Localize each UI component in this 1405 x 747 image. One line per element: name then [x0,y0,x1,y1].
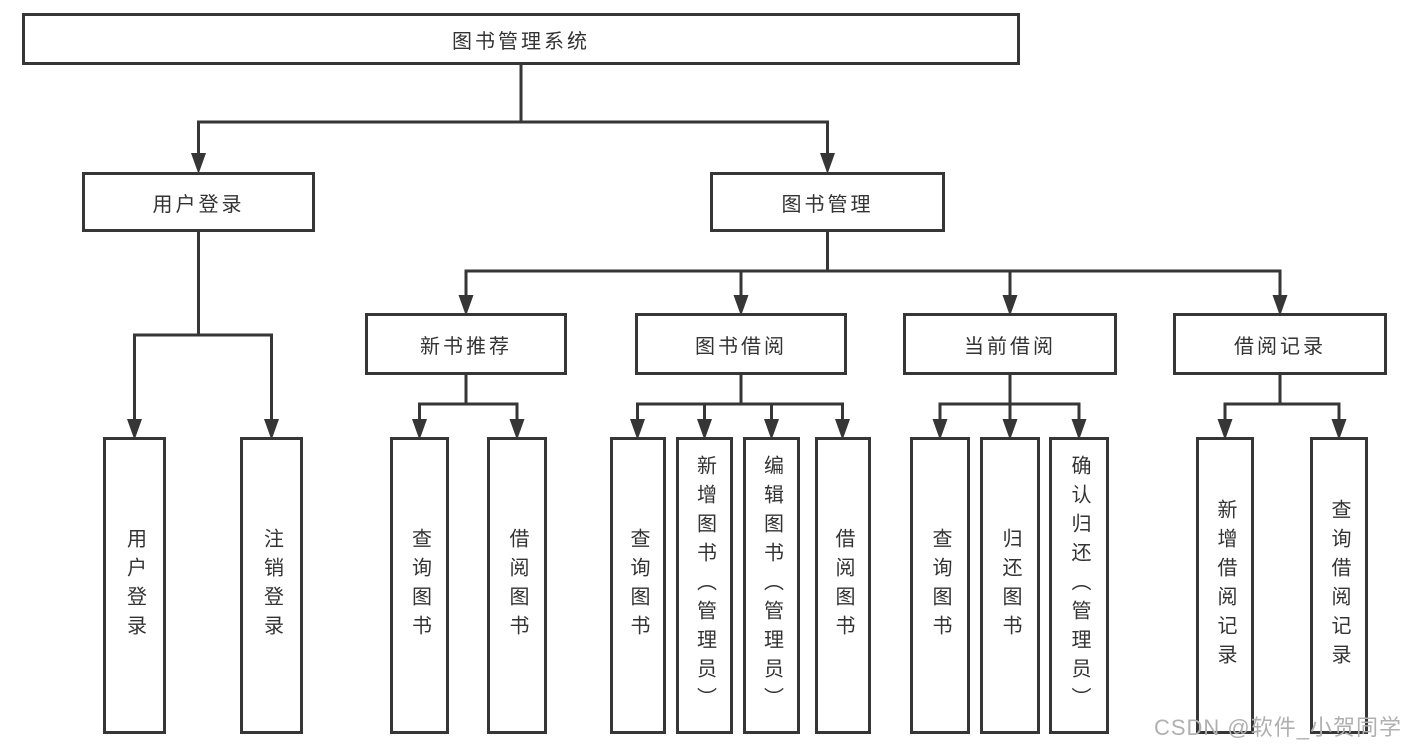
leaf-confirm-return-admin-label: 确认归还（管理员） [1068,455,1090,716]
node-book-borrowing: 图书借阅 [635,313,847,375]
leaf-confirm-return-admin: 确认归还（管理员） [1049,437,1109,734]
leaf-edit-book-admin-label: 编辑图书（管理员） [760,455,783,716]
node-new-book-recommend-label: 新书推荐 [420,335,512,358]
leaf-borrow-books-borrowing-label: 借阅图书 [832,527,854,644]
leaf-user-login-label: 用户登录 [123,527,146,644]
leaf-return-books-label: 归还图书 [999,527,1021,644]
node-user-login-label: 用户登录 [152,193,245,216]
leaf-query-books-current: 查询图书 [910,437,970,734]
leaf-logout-label: 注销登录 [260,527,283,644]
watermark: CSDN @软件_小贺同学 [1153,715,1402,740]
leaf-add-book-admin-label: 新增图书（管理员） [693,455,716,716]
node-borrow-records-label: 借阅记录 [1234,335,1326,358]
leaf-query-books-recommend: 查询图书 [390,437,449,734]
leaf-query-books-borrowing-label: 查询图书 [627,527,649,644]
leaf-add-book-admin: 新增图书（管理员） [676,437,733,734]
node-book-borrowing-label: 图书借阅 [695,335,787,358]
leaf-return-books: 归还图书 [980,437,1040,734]
leaf-query-books-current-label: 查询图书 [929,527,951,644]
leaf-add-borrow-record-label: 新增借阅记录 [1214,498,1236,673]
leaf-borrow-books-recommend-label: 借阅图书 [506,527,528,644]
leaf-query-books-borrowing: 查询图书 [610,437,666,734]
node-current-borrowing: 当前借阅 [903,313,1117,375]
leaf-edit-book-admin: 编辑图书（管理员） [743,437,800,734]
node-user-login: 用户登录 [82,172,315,232]
node-book-management: 图书管理 [710,172,945,232]
node-root-label: 图书管理系统 [452,30,590,53]
leaf-borrow-books-recommend: 借阅图书 [487,437,547,734]
leaf-query-borrow-record: 查询借阅记录 [1310,437,1368,734]
node-current-borrowing-label: 当前借阅 [964,335,1056,358]
leaf-add-borrow-record: 新增借阅记录 [1196,437,1254,734]
leaf-query-books-recommend-label: 查询图书 [408,527,431,644]
leaf-query-borrow-record-label: 查询借阅记录 [1328,498,1350,673]
node-new-book-recommend: 新书推荐 [365,313,567,375]
leaf-user-login: 用户登录 [103,437,166,734]
node-book-management-label: 图书管理 [781,193,874,216]
node-root: 图书管理系统 [22,13,1020,65]
leaf-logout: 注销登录 [240,437,303,734]
node-borrow-records: 借阅记录 [1173,313,1387,375]
leaf-borrow-books-borrowing: 借阅图书 [815,437,871,734]
